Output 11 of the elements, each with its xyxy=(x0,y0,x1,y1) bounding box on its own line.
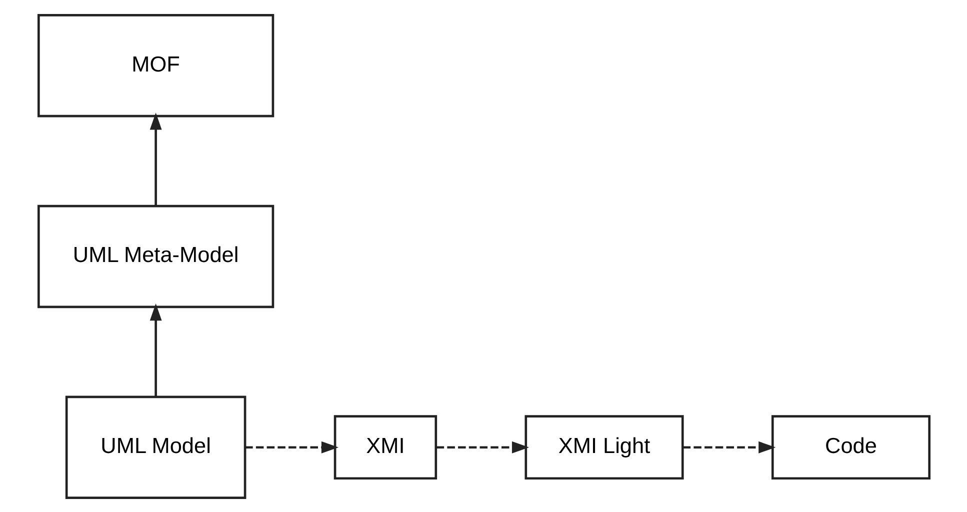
arrow xyxy=(149,303,162,396)
arrow xyxy=(682,440,776,453)
arrow xyxy=(149,112,162,206)
node-box: XMI xyxy=(333,414,437,480)
node-box: UML Model xyxy=(64,395,246,498)
node-box: MOF xyxy=(37,14,274,117)
node-box: UML Meta-Model xyxy=(37,204,274,308)
node-box: Code xyxy=(770,414,930,480)
node-box: XMI Light xyxy=(524,414,684,480)
arrow xyxy=(436,440,529,453)
arrow xyxy=(244,440,338,453)
